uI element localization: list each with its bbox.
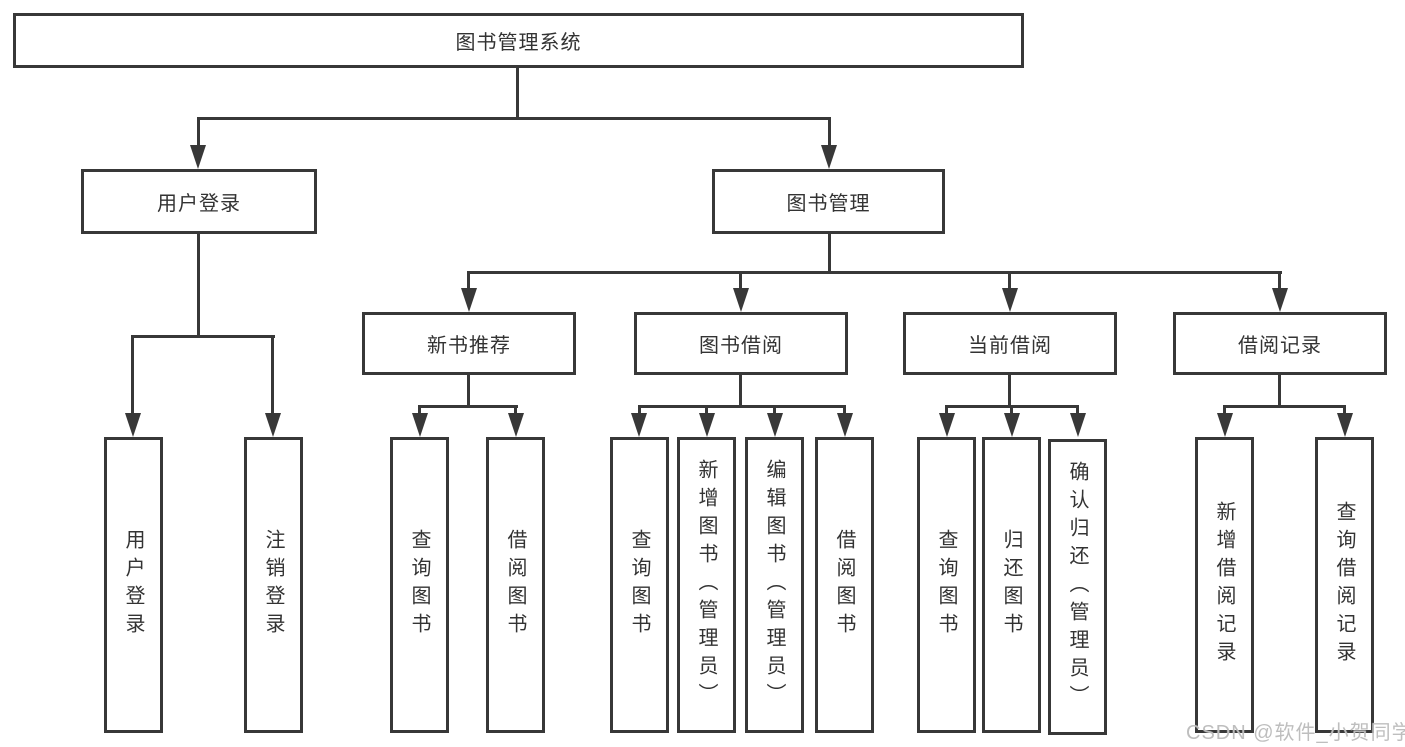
connector-br-stub [1278,375,1281,408]
connector-nbr-stub [467,375,470,408]
connector-book-management-branch [467,271,1282,274]
connector-drop-cb-return [1010,405,1013,419]
arrowhead-bb-add [699,413,715,437]
node-book-management-label: 图书管理 [786,193,871,215]
connector-drop-br-query [1343,405,1346,419]
node-bb-add-books-admin: 新增图书（管理员） [677,437,736,733]
arrowhead-bb-borrow [837,413,853,437]
connector-bb-branch [638,405,846,408]
node-nbr-borrow-books-label: 借阅图书 [504,529,526,641]
node-new-book-recommend-label: 新书推荐 [427,335,511,357]
arrowhead-bb-query [631,413,647,437]
node-br-add-record: 新增借阅记录 [1195,437,1254,733]
connector-drop-logout [271,335,274,418]
node-current-borrowing-label: 当前借阅 [968,335,1052,357]
connector-cb-stub [1008,375,1011,408]
node-bb-edit-books-admin-label: 编辑图书（管理员） [763,459,785,711]
node-nbr-query-books-label: 查询图书 [408,529,430,641]
arrowhead-cb-query [939,413,955,437]
node-cb-return-books-label: 归还图书 [1000,529,1022,641]
node-bb-query-books: 查询图书 [610,437,669,733]
node-br-query-record-label: 查询借阅记录 [1333,501,1355,669]
node-nbr-borrow-books: 借阅图书 [486,437,545,733]
connector-drop-cb-query [945,405,948,419]
connector-nbr-branch [418,405,518,408]
connector-drop-bb-borrow [843,405,846,419]
node-cb-query-books-label: 查询图书 [935,529,957,641]
arrowhead-new-book-recommend [461,288,477,312]
node-bb-edit-books-admin: 编辑图书（管理员） [745,437,804,733]
arrowhead-book-management [821,145,837,169]
arrowhead-current-borrowing [1002,288,1018,312]
arrowhead-book-borrowing [733,288,749,312]
node-borrowing-records-label: 借阅记录 [1238,335,1322,357]
node-logout-label: 注销登录 [262,529,284,641]
arrowhead-br-add [1217,413,1233,437]
node-bb-borrow-books: 借阅图书 [815,437,874,733]
node-user-login-label: 用户登录 [157,193,241,215]
node-br-add-record-label: 新增借阅记录 [1213,501,1235,669]
arrowhead-logout [265,413,281,437]
node-bb-add-books-admin-label: 新增图书（管理员） [695,459,717,711]
arrowhead-nbr-borrow [508,413,524,437]
arrowhead-user-login [190,145,206,169]
connector-drop-bb-edit [773,405,776,419]
node-book-borrowing: 图书借阅 [634,312,848,375]
node-login-label: 用户登录 [122,529,144,641]
node-book-borrowing-label: 图书借阅 [699,335,783,357]
node-user-login: 用户登录 [81,169,317,234]
connector-drop-nbr-query [418,405,421,419]
connector-drop-book-borrowing [739,271,742,293]
node-cb-return-books: 归还图书 [982,437,1041,733]
node-bb-query-books-label: 查询图书 [628,529,650,641]
connector-drop-bb-add [705,405,708,419]
node-nbr-query-books: 查询图书 [390,437,449,733]
node-logout: 注销登录 [244,437,303,733]
connector-user-login-branch [131,335,275,338]
connector-drop-nbr-borrow [514,405,517,419]
connector-drop-new-book-recommend [467,271,470,293]
connector-drop-current-borrowing [1008,271,1011,293]
arrowhead-cb-return [1004,413,1020,437]
connector-user-login-stub [197,234,200,338]
node-root: 图书管理系统 [13,13,1024,68]
connector-drop-borrowing-records [1278,271,1281,293]
node-cb-query-books: 查询图书 [917,437,976,733]
node-bb-borrow-books-label: 借阅图书 [833,529,855,641]
node-cb-confirm-return-admin-label: 确认归还（管理员） [1066,461,1088,713]
arrowhead-br-query [1337,413,1353,437]
node-login: 用户登录 [104,437,163,733]
arrowhead-cb-confirm [1070,413,1086,437]
connector-root-stub [516,68,519,120]
node-current-borrowing: 当前借阅 [903,312,1117,375]
connector-drop-br-add [1223,405,1226,419]
node-root-label: 图书管理系统 [455,32,582,54]
node-cb-confirm-return-admin: 确认归还（管理员） [1048,439,1107,735]
node-new-book-recommend: 新书推荐 [362,312,576,375]
connector-drop-login [131,335,134,418]
arrowhead-login [125,413,141,437]
arrowhead-borrowing-records [1272,288,1288,312]
connector-drop-cb-confirm [1076,405,1079,419]
connector-br-branch [1223,405,1346,408]
node-br-query-record: 查询借阅记录 [1315,437,1374,733]
node-borrowing-records: 借阅记录 [1173,312,1387,375]
csdn-watermark: CSDN @软件_小贺同学 [1186,722,1405,744]
connector-drop-user-login [197,117,200,150]
connector-drop-book-management [828,117,831,150]
node-book-management: 图书管理 [712,169,945,234]
arrowhead-bb-edit [767,413,783,437]
connector-bb-stub [739,375,742,408]
connector-book-management-stub [828,234,831,274]
arrowhead-nbr-query [412,413,428,437]
connector-root-branch [197,117,831,120]
connector-drop-bb-query [638,405,641,419]
